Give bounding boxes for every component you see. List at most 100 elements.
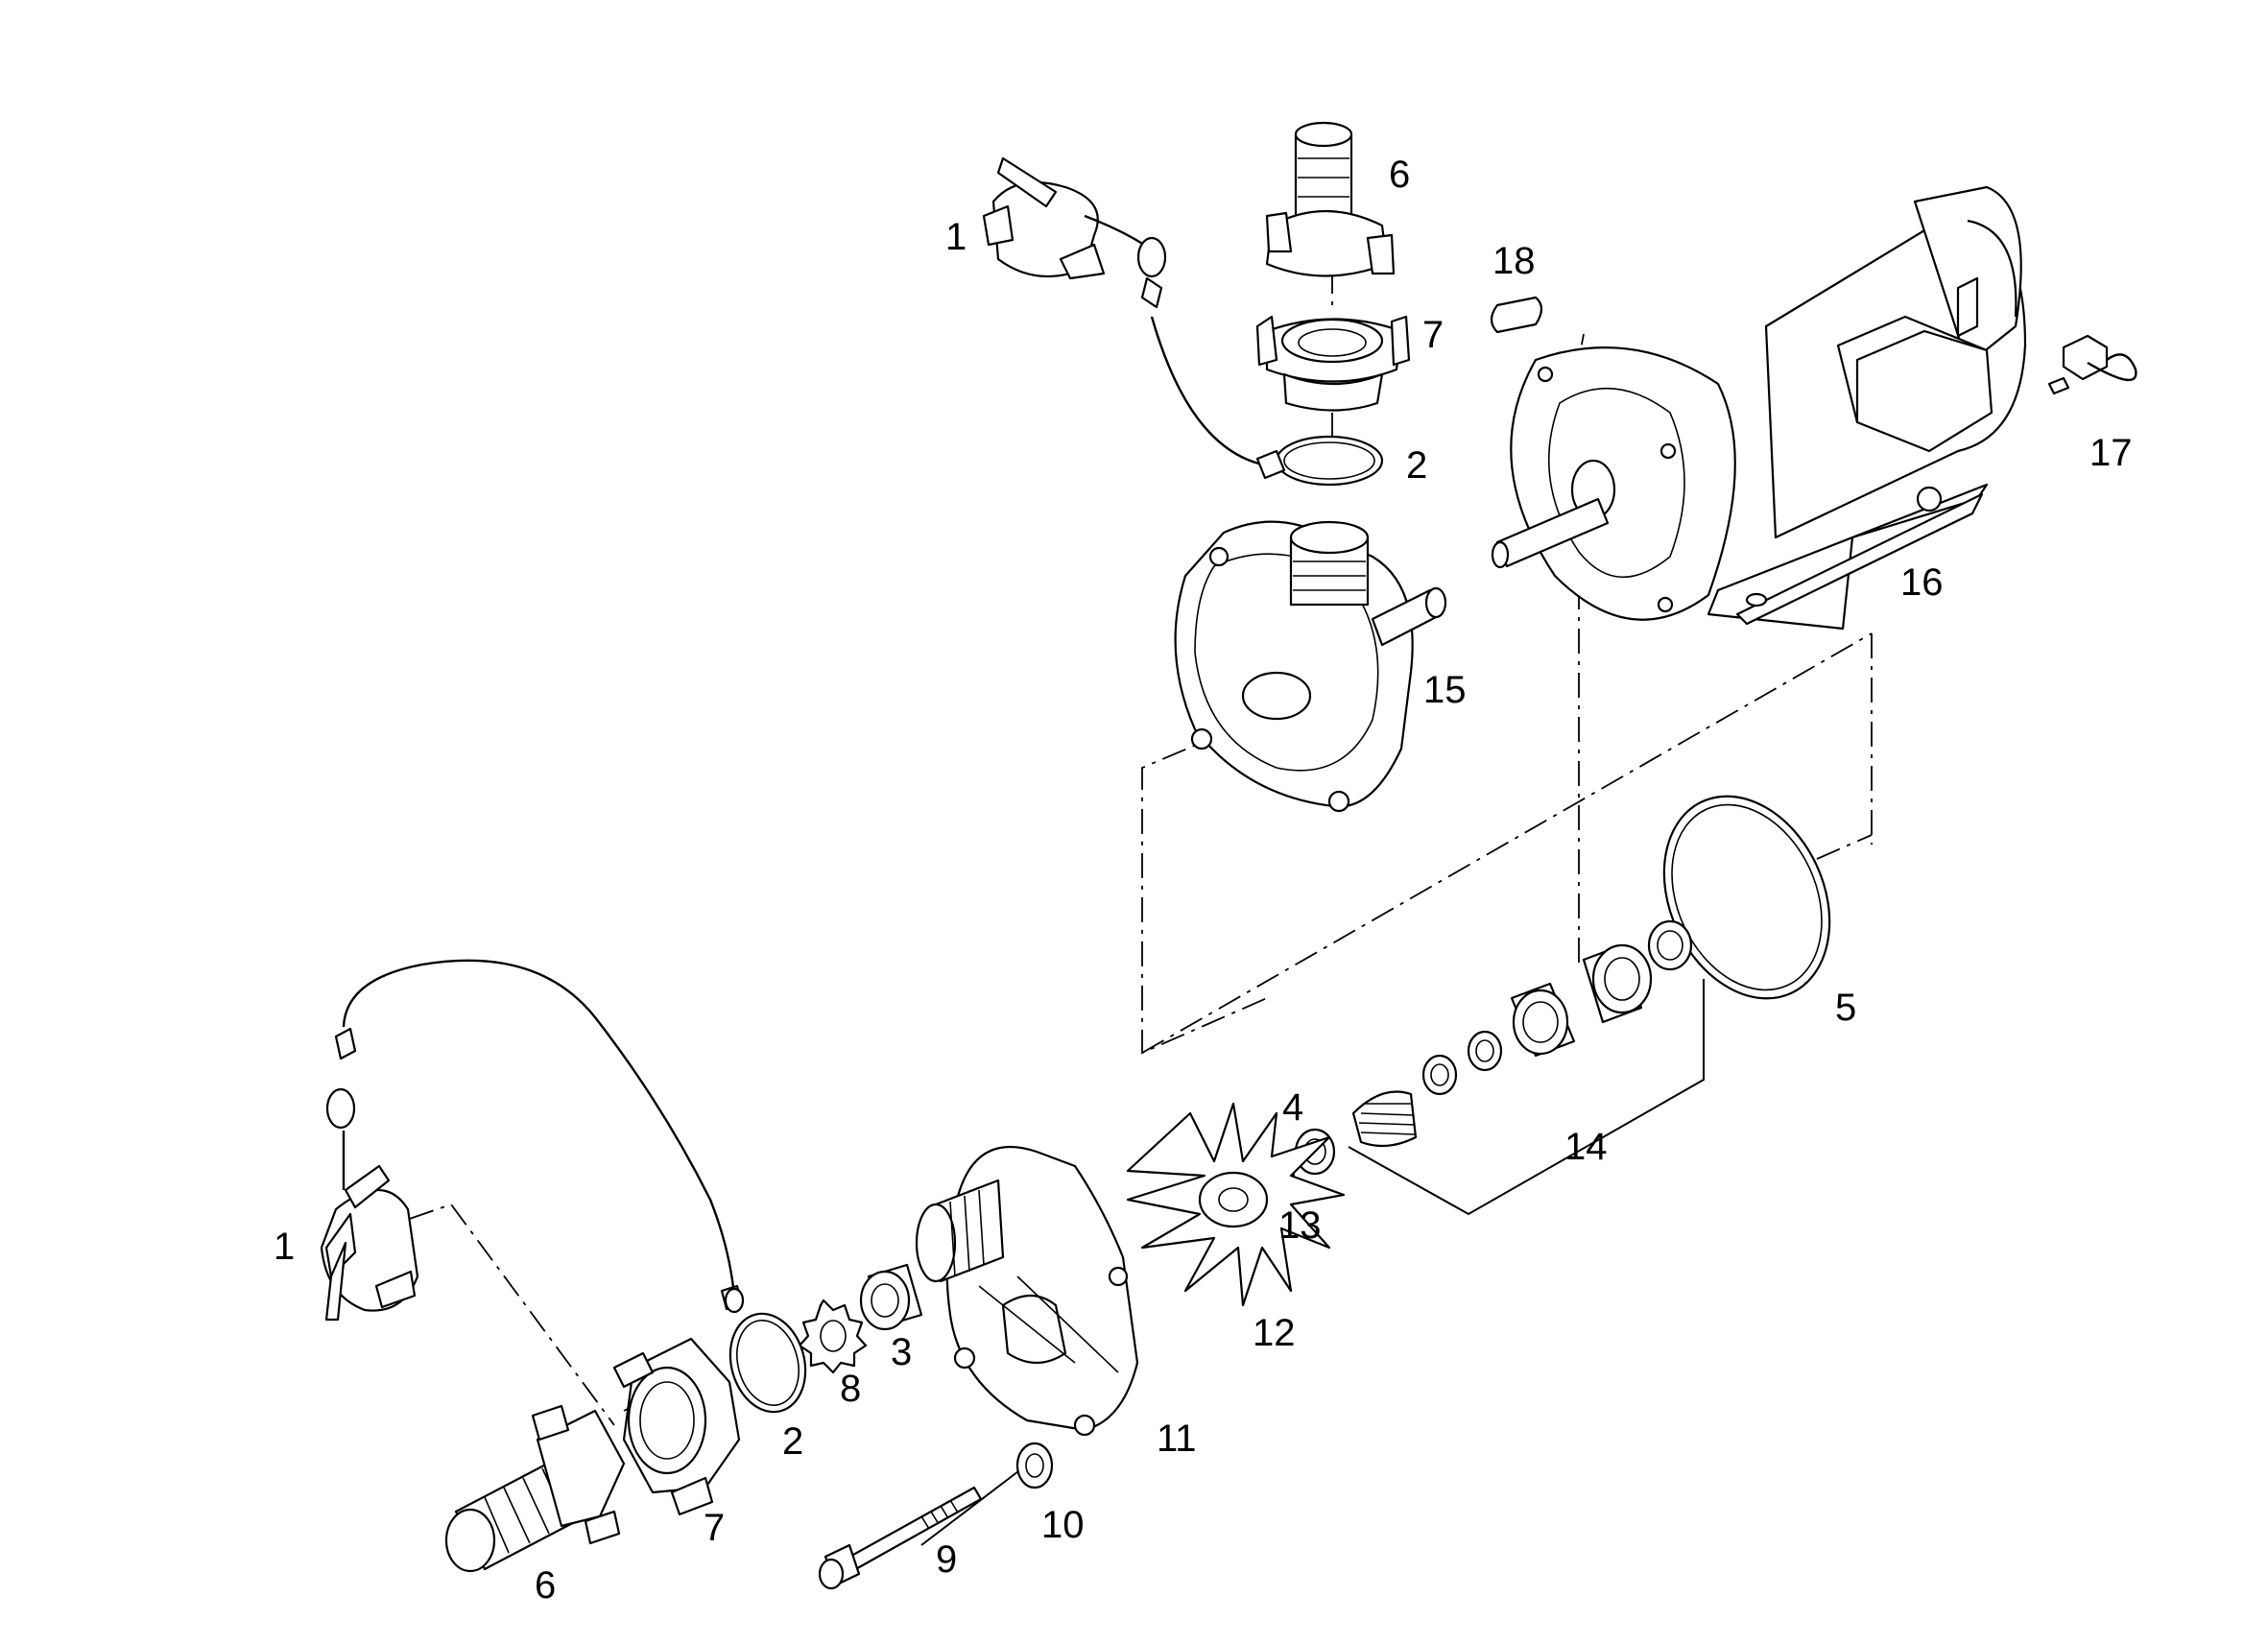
bottom-hose-ridges [484,1467,569,1554]
seal-ring-outer [1647,919,1693,971]
pump-housing-side-port-end [1424,586,1447,619]
flange-hole-3 [1537,366,1554,383]
front-housing-ribs [978,1275,1119,1373]
bushing [859,1263,923,1331]
bottom-oring-inner [736,1319,800,1407]
pump-housing-hole-1 [1190,727,1213,751]
bushing-face [859,1270,911,1331]
label-p8: 8 [840,1368,861,1410]
impeller-hub-hole [1218,1187,1249,1212]
label-p2-top: 2 [1406,444,1427,487]
seal-face [1512,989,1569,1056]
top-coupling [1255,315,1411,412]
label-p14: 14 [1564,1126,1608,1168]
bolt-shank [843,1486,983,1573]
label-p7-bottom: 7 [704,1507,725,1549]
front-housing-hole-2 [1073,1414,1096,1437]
top-cap-lever [996,156,1058,208]
top-hose-claw-right [1366,233,1396,275]
connector-plug [2047,376,2070,395]
terminal-screw [1916,486,1943,512]
front-housing-outlet-stub [1001,1294,1067,1364]
motor-foot-hole [1745,592,1768,608]
motor-end-cap [1913,185,2022,367]
pump-housing [1174,520,1447,813]
bolt-thread [920,1499,959,1530]
bottom-hose-claw-top [531,1404,570,1441]
oring-link-line [1816,834,1873,860]
top-hose-claw-left [1265,211,1293,253]
label-p6-bottom: 6 [535,1564,556,1607]
key-body [1490,296,1543,334]
star-washer-hole [820,1320,847,1352]
bottom-cap-chain-end [724,1287,745,1314]
top-oring-tab [1255,449,1286,480]
top-cap-claw-right [1059,243,1106,280]
seal-spring-coils [1358,1103,1416,1135]
large-oring [1662,795,1831,1000]
seal-washer-1 [1467,1030,1503,1072]
seal-cup-inner [1604,957,1640,1001]
front-housing-hole-1 [953,1346,976,1370]
label-p10: 10 [1041,1504,1085,1546]
seal-ring-outer-hole [1657,930,1683,961]
motor-fan-cover-edge [1967,219,2017,318]
terminal-box-edge [1855,329,1988,422]
label-p3: 3 [891,1331,912,1373]
bottom-coupling [612,1337,741,1516]
lock-washer-body [1015,1441,1054,1489]
top-hose-ridges [1298,157,1349,217]
front-housing-inlet-threads [949,1189,985,1277]
part-labels: 1 6 18 7 2 17 16 15 5 4 14 13 1 12 3 8 2… [274,154,2133,1607]
seal-washer-1-hole [1475,1039,1494,1062]
lock-washer-hole [1025,1453,1044,1478]
bottom-cap-line [325,1203,615,1426]
impeller [1126,1102,1346,1307]
pump-housing-hole-3 [1208,546,1229,567]
top-coupling-claw-left [1255,315,1278,367]
top-coupling-thread [1298,328,1367,357]
seal-bracket [1348,979,1705,1216]
flange-hole-1 [1659,442,1677,460]
lock-washer [1015,1441,1054,1489]
top-cap-chain [1150,316,1268,467]
bottom-cap-claw-bottom [374,1270,417,1309]
bottom-cap-clip [334,1027,357,1060]
connector-wire [2087,353,2137,382]
bushing-hole [871,1283,899,1318]
label-p4: 4 [1282,1086,1303,1129]
pump-housing-outlet-mouth [1289,520,1370,555]
star-washer-body [798,1299,868,1374]
front-housing-inlet-mouth [915,1203,957,1283]
label-p16: 16 [1900,561,1944,604]
label-p15: 15 [1423,669,1467,711]
label-p1-bottom: 1 [274,1226,295,1268]
star-washer [798,1299,868,1374]
top-cap-claw-left [982,204,1015,247]
label-p13: 13 [1278,1204,1322,1247]
bottom-coupling-claw-top [612,1351,655,1389]
bottom-cap [320,959,745,1322]
seal-washer-2 [1421,1054,1458,1096]
connector-body [2062,334,2109,381]
front-housing [915,1145,1139,1437]
motor-shaft-end [1491,540,1510,569]
bottom-hose-barb-end [444,1508,496,1573]
bottom-oring-outer [728,1312,807,1414]
label-p17: 17 [2089,432,2133,474]
label-p18: 18 [1492,240,1536,282]
top-oring-inner [1283,441,1375,480]
pump-housing-hole-2 [1327,790,1350,813]
top-coupling-claw-right [1390,315,1411,367]
seal-washer-2-hole [1430,1063,1449,1086]
motor-flange-inner [1547,387,1685,579]
bottom-cap-chain [342,959,736,1297]
seal-spring [1351,1090,1418,1148]
bolt-head [818,1558,845,1590]
mechanical-seal [1348,919,1705,1216]
top-oring-outer [1275,435,1384,487]
impeller-hub [1198,1171,1269,1228]
top-hose-fitting [1265,121,1396,277]
